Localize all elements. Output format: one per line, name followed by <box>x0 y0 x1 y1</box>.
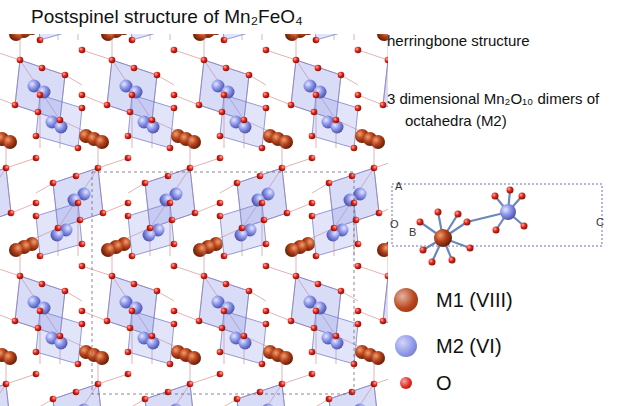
unit-tile <box>263 246 362 367</box>
unit-tile <box>125 138 224 259</box>
dimer-inset <box>392 184 602 266</box>
unit-tile <box>79 34 178 151</box>
structure-note: 3 dimensional Mn₂O₁₀ dimers of octahedra… <box>387 88 617 132</box>
legend-swatch <box>394 288 418 312</box>
unit-tile <box>355 34 388 151</box>
unit-tile <box>33 354 132 406</box>
unit-tile <box>309 138 388 259</box>
axis-label: O <box>390 218 399 231</box>
legend-label: M2 (VI) <box>436 334 502 358</box>
unit-tile <box>217 34 316 43</box>
unit-tile <box>309 354 388 406</box>
unit-tile <box>217 354 316 406</box>
unit-tile <box>79 246 178 367</box>
unit-tile <box>171 34 270 151</box>
unit-tile <box>263 34 362 151</box>
legend-swatch <box>400 377 412 389</box>
unit-tile <box>33 34 132 43</box>
unit-tile <box>309 34 388 43</box>
structure-note: herringbone structure <box>387 32 530 50</box>
diagram-title: Postspinel structure of Mn₂FeO₄ <box>28 6 306 29</box>
unit-tile <box>0 34 85 151</box>
axis-label: B <box>409 226 416 239</box>
legend-label: M1 (VIII) <box>436 288 513 312</box>
unit-tile <box>0 246 85 367</box>
legend-swatch <box>395 335 417 357</box>
unit-tile <box>217 138 316 259</box>
axis-label: C <box>596 216 604 229</box>
unit-tile <box>0 354 39 406</box>
unit-tile <box>171 246 270 367</box>
unit-tile <box>33 138 132 259</box>
unit-tile <box>355 246 388 367</box>
axis-label: A <box>395 180 402 193</box>
unit-tile <box>125 354 224 406</box>
unit-tile <box>0 138 39 259</box>
unit-tile <box>125 34 224 43</box>
legend-label: O <box>436 371 452 395</box>
